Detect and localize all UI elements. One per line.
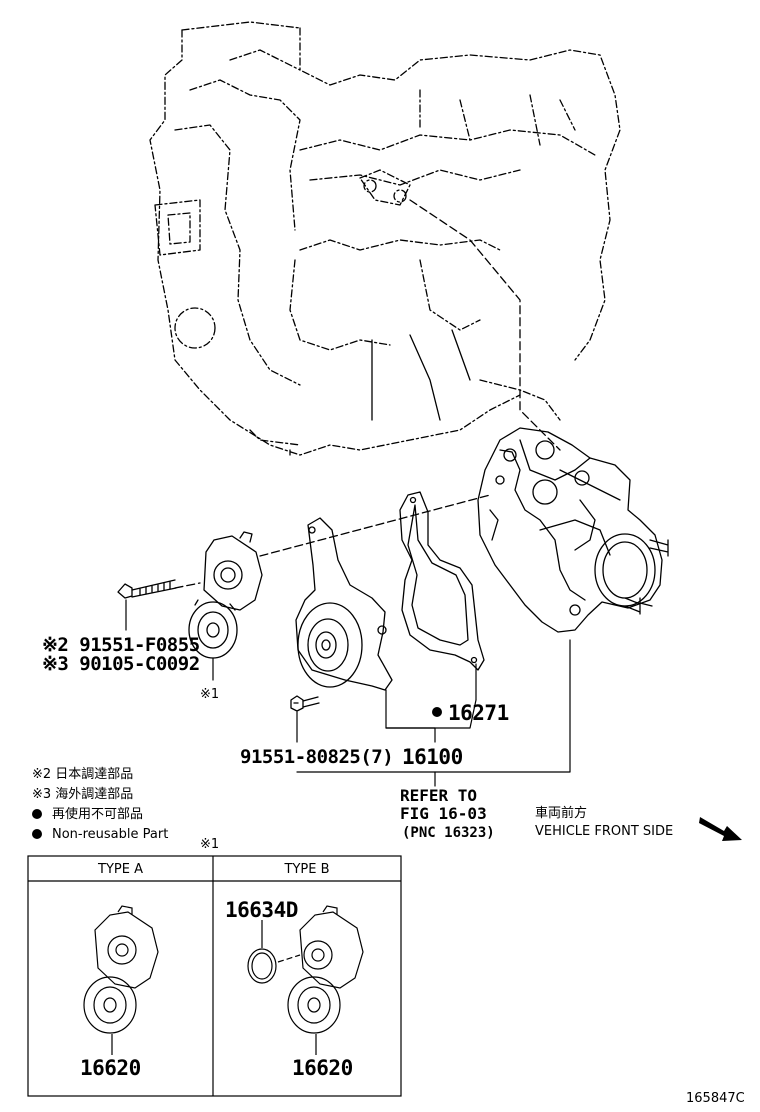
- nonreuse-dot-icon: [32, 809, 42, 819]
- assembly-leaders: [174, 199, 561, 704]
- type-b-tensioner-drawing: [247, 905, 364, 1055]
- refer-to-line1: REFER TO: [400, 786, 478, 805]
- tensioner-bolt-drawing: [117, 579, 177, 599]
- legend-note-3: ※3 海外調達部品: [32, 787, 134, 802]
- type-b-part-label[interactable]: 16620: [292, 1056, 353, 1080]
- diagram-id: 165847C: [686, 1091, 745, 1106]
- engine-block-outline: [149, 21, 621, 456]
- gasket-part-label[interactable]: 16271: [448, 701, 509, 725]
- type-table-box: [27, 855, 402, 1097]
- bolt-label-jp[interactable]: ※2 91551-F0855: [42, 634, 200, 656]
- nonreuse-dot-icon: [32, 829, 42, 839]
- leader-lines: [125, 599, 571, 787]
- engine-block-solid-lines: [371, 329, 471, 421]
- small-bolt-label[interactable]: 91551-80825(7): [240, 746, 394, 768]
- vehicle-front-label-jp: 車両前方: [535, 806, 588, 821]
- refer-to-line3: (PNC 16323): [402, 825, 495, 841]
- tensioner-ref-mark: ※1: [200, 687, 220, 702]
- refer-to-line2[interactable]: FIG 16-03: [400, 804, 487, 823]
- type-a-header: TYPE A: [98, 862, 143, 877]
- type-b-seal-label[interactable]: 16634D: [225, 898, 298, 922]
- small-bolt-drawing: [290, 695, 320, 712]
- vehicle-front-label-en: VEHICLE FRONT SIDE: [535, 824, 674, 839]
- legend-nonreuse-en-text: Non-reusable Part: [52, 827, 169, 842]
- bolt-label-overseas[interactable]: ※3 90105-C0092: [42, 653, 200, 675]
- type-a-tensioner-drawing: [83, 905, 159, 1055]
- vehicle-front-arrow-icon: [699, 817, 742, 841]
- variant-table-ref-mark: ※1: [200, 837, 220, 852]
- legend-nonreuse-en: Non-reusable Part: [32, 828, 168, 841]
- type-a-part-label[interactable]: 16620: [80, 1056, 141, 1080]
- idler-plate-drawing: [295, 517, 393, 691]
- tensioner-main-drawing: [188, 531, 263, 659]
- type-b-header: TYPE B: [284, 862, 330, 877]
- water-pump-housing-drawing: [477, 427, 669, 633]
- legend-note-2: ※2 日本調達部品: [32, 767, 134, 782]
- nonreuse-dot-gasket: [432, 707, 442, 717]
- gasket-drawing: [399, 491, 485, 671]
- legend-nonreuse-jp: 再使用不可部品: [32, 808, 143, 821]
- legend-nonreuse-jp-text: 再使用不可部品: [52, 807, 144, 822]
- water-pump-assy-label[interactable]: 16100: [402, 745, 463, 769]
